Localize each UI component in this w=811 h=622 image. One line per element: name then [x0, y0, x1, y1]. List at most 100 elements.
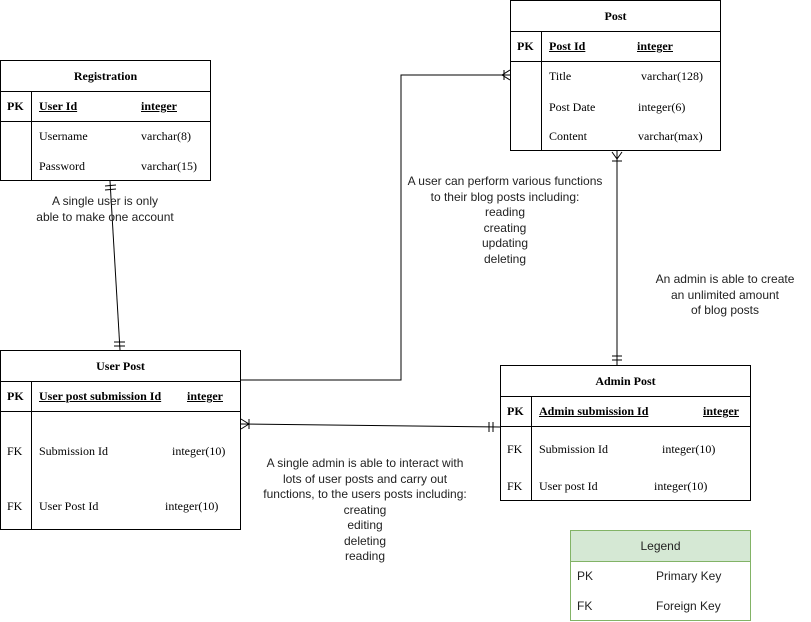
note-registration: A single user is only able to make one a… [25, 194, 185, 225]
field-row[interactable]: FK Submission Id integer(10) [1, 412, 240, 472]
marker-many-post-1 [501, 69, 511, 76]
entity-title: Registration [1, 61, 210, 92]
field-row[interactable]: Content varchar(max) [511, 122, 720, 152]
field-name: Submission Id [539, 442, 609, 456]
note-line: reading [484, 205, 526, 219]
field-name: User Id [39, 99, 78, 113]
key-column [501, 426, 532, 500]
entity-title: Post [511, 1, 720, 32]
fk-label: FK [507, 479, 523, 493]
field-type: integer(10) [165, 499, 219, 513]
note-line: deleting [343, 533, 387, 548]
note-line: lots of user posts and carry out [282, 471, 448, 486]
field-type: varchar(128) [641, 69, 703, 83]
field-name: Username [39, 129, 88, 143]
primary-key-row[interactable]: PK User Id integer [1, 91, 210, 122]
legend-meaning: Foreign Key [656, 599, 721, 613]
marker-many-post-2 [501, 74, 511, 81]
entity-title: Admin Post [501, 366, 750, 397]
field-name: Content [549, 129, 587, 143]
pk-label: PK [507, 404, 524, 418]
field-type: integer [187, 389, 223, 403]
field-name: Password [39, 159, 86, 173]
pk-label: PK [7, 389, 24, 403]
note-line: A single user is only [51, 194, 159, 208]
fk-label: FK [7, 444, 23, 458]
connector-userpost-adminpost[interactable] [240, 423, 501, 428]
field-row[interactable]: Username varchar(8) [1, 122, 210, 152]
field-type: integer(10) [654, 479, 708, 493]
field-name: Post Date [549, 100, 596, 114]
note-line: of blog posts [690, 303, 760, 317]
note-line: A user can perform various functions [407, 174, 603, 188]
note-admin-interact: A single admin is able to interact with … [250, 456, 480, 565]
field-row[interactable]: FK Submission Id integer(10) [501, 427, 750, 464]
key-column [511, 31, 542, 61]
pk-label: PK [517, 39, 534, 53]
field-name: User Post Id [39, 499, 99, 513]
marker-one-registration-1 [104, 184, 117, 187]
pk-label: PK [7, 99, 24, 113]
field-row[interactable]: FK User Post Id integer(10) [1, 472, 240, 531]
legend-row: FK Foreign Key [571, 591, 750, 621]
field-name: Admin submission Id [539, 404, 649, 418]
note-line: deleting [483, 251, 527, 266]
field-row[interactable]: Title varchar(128) [511, 62, 720, 92]
legend-meaning: Primary Key [656, 569, 722, 583]
entity-admin-post[interactable]: Admin Post PK Admin submission Id intege… [500, 365, 751, 501]
connector-userpost-post[interactable] [241, 74, 510, 381]
key-column [1, 381, 32, 411]
legend-key: FK [577, 599, 593, 613]
legend[interactable]: Legend PK Primary Key FK Foreign Key [570, 530, 751, 621]
marker-one-registration-2 [104, 188, 117, 191]
marker-many-post-bottom-1 [611, 151, 618, 160]
note-line: creating [343, 502, 387, 517]
legend-key: PK [577, 569, 594, 583]
marker-many-userpost-1 [240, 418, 250, 425]
field-row[interactable]: FK User post Id integer(10) [501, 464, 750, 501]
field-name: Post Id [549, 39, 586, 53]
note-line: updating [481, 236, 529, 250]
field-type: integer(10) [172, 444, 226, 458]
marker-many-post-bottom-2 [616, 151, 623, 160]
field-type: varchar(max) [638, 129, 703, 143]
key-column [501, 396, 532, 426]
field-name: User post submission Id [39, 389, 162, 403]
note-line: an unlimited amount [670, 287, 780, 302]
field-name: User post Id [539, 479, 598, 493]
field-type: integer [703, 404, 739, 418]
primary-key-row[interactable]: PK User post submission Id integer [1, 381, 240, 412]
key-column [1, 121, 32, 180]
key-column [1, 411, 32, 529]
key-column [511, 61, 542, 150]
note-line: An admin is able to create [655, 272, 795, 286]
field-row[interactable]: Password varchar(15) [1, 152, 210, 182]
entity-post[interactable]: Post PK Post Id integer Title varchar(12… [510, 0, 721, 151]
field-type: integer [141, 99, 177, 113]
key-column [1, 91, 32, 121]
note-user-functions: A user can perform various functions to … [395, 174, 615, 267]
entity-registration[interactable]: Registration PK User Id integer Username… [0, 60, 211, 181]
field-name: Title [549, 69, 572, 83]
note-line: functions, to the users posts including: [263, 487, 467, 501]
note-line: to their blog posts including: [430, 189, 580, 204]
field-type: integer(10) [662, 442, 716, 456]
field-name: Submission Id [39, 444, 109, 458]
fk-label: FK [507, 442, 523, 456]
field-type: varchar(8) [141, 129, 191, 143]
field-type: integer [637, 39, 673, 53]
primary-key-row[interactable]: PK Post Id integer [511, 31, 720, 62]
entity-user-post[interactable]: User Post PK User post submission Id int… [0, 350, 241, 530]
note-line: able to make one account [36, 209, 174, 224]
entity-title: User Post [1, 351, 240, 382]
field-row[interactable]: Post Date integer(6) [511, 92, 720, 122]
fk-label: FK [7, 499, 23, 513]
legend-title: Legend [571, 531, 750, 562]
note-line: A single admin is able to interact with [266, 456, 464, 470]
primary-key-row[interactable]: PK Admin submission Id integer [501, 396, 750, 427]
field-type: integer(6) [638, 100, 686, 114]
connector-registration-userpost[interactable] [109, 180, 121, 351]
marker-many-userpost-2 [240, 423, 250, 430]
field-type: varchar(15) [141, 159, 197, 173]
